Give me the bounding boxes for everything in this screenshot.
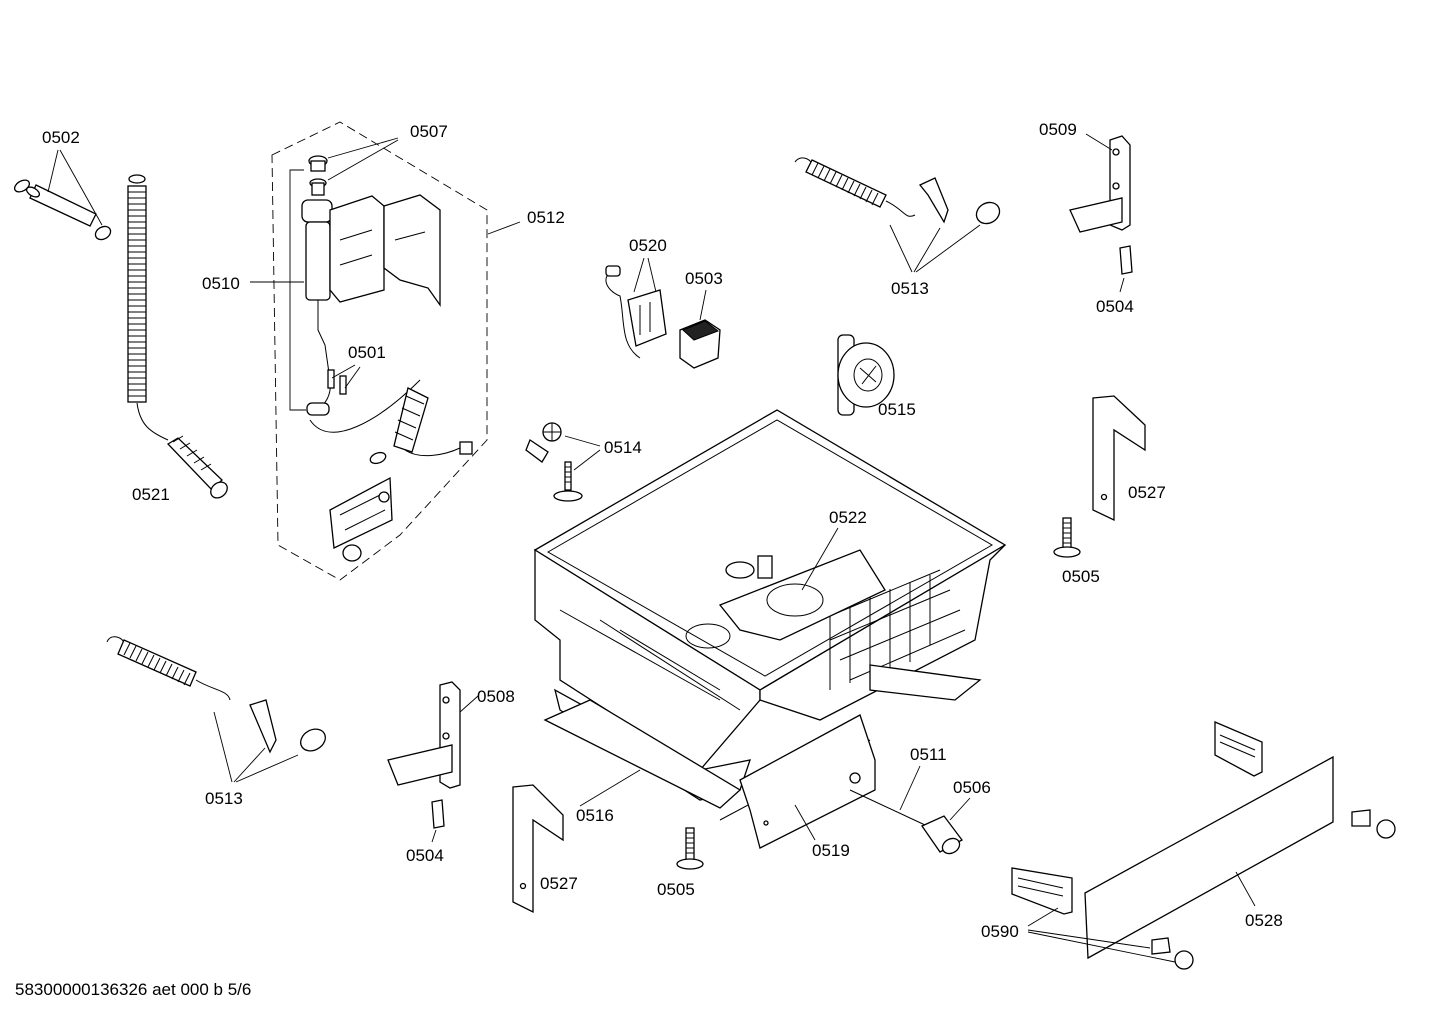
group-outline-0512 — [271, 121, 488, 581]
part-bracket-module — [329, 476, 393, 562]
part-screw-and-cap-right — [1351, 809, 1396, 839]
leader-0508 — [459, 695, 479, 713]
part-0509-hinge-bracket — [1069, 135, 1131, 233]
leader-0511 — [899, 765, 921, 811]
label-0527-left: 0527 — [540, 874, 578, 893]
part-0503-connector — [679, 319, 721, 369]
label-0519: 0519 — [812, 841, 850, 860]
label-0520: 0520 — [629, 236, 667, 255]
label-0505-bottom: 0505 — [657, 880, 695, 899]
leader-0509 — [1085, 133, 1113, 151]
leader-0519 — [794, 804, 816, 841]
label-0527-right: 0527 — [1128, 483, 1166, 502]
label-0513-left: 0513 — [205, 789, 243, 808]
part-0520-sensor-bracket — [605, 265, 667, 359]
label-0516: 0516 — [576, 806, 614, 825]
part-0515-pump — [837, 334, 895, 416]
leader-0514 — [564, 435, 601, 471]
part-0511-rod — [849, 789, 926, 826]
leader-0528 — [1235, 871, 1256, 907]
part-0506-knob — [921, 815, 963, 855]
label-0502: 0502 — [42, 128, 80, 147]
label-0508: 0508 — [477, 687, 515, 706]
part-0505-screw-bottom — [676, 827, 704, 870]
part-0508-hinge-bracket — [387, 681, 461, 789]
label-0505-right: 0505 — [1062, 567, 1100, 586]
leader-0504-top — [1119, 277, 1125, 293]
leader-0503 — [699, 289, 707, 321]
part-base-frame — [533, 409, 1007, 821]
part-0590-bracket-and-fasteners — [1011, 867, 1194, 970]
label-0522: 0522 — [829, 508, 867, 527]
leader-0520 — [633, 257, 657, 293]
part-0504-clip-top — [1119, 245, 1133, 275]
label-0504-left: 0504 — [406, 846, 444, 865]
part-0514-gear-and-screw — [525, 422, 583, 502]
leader-0513-left — [213, 711, 299, 783]
leader-0590 — [1027, 907, 1176, 963]
label-0506: 0506 — [953, 778, 991, 797]
label-0510: 0510 — [202, 274, 240, 293]
part-0521-drain-hose — [127, 174, 228, 499]
label-0590: 0590 — [981, 922, 1019, 941]
part-inlet-hose — [309, 379, 473, 465]
bracket-0510 — [289, 169, 306, 411]
leader-0504-left — [431, 829, 437, 843]
leader-0502 — [47, 149, 103, 226]
part-0504-clip-left — [431, 799, 445, 829]
leader-0522 — [801, 527, 839, 591]
label-0504-top: 0504 — [1096, 297, 1134, 316]
label-0528: 0528 — [1245, 911, 1283, 930]
part-0513-spring-left — [106, 636, 326, 754]
label-0501: 0501 — [348, 343, 386, 362]
part-0505-screw-right — [1053, 517, 1081, 558]
part-0527-side-panel-right — [1092, 395, 1146, 522]
part-0527-side-panel-left — [512, 784, 564, 914]
leader-0512 — [487, 221, 521, 235]
part-0512-valve-housing — [329, 194, 441, 308]
part-0502-pipe-and-clamps — [13, 179, 112, 241]
label-0511: 0511 — [910, 745, 947, 764]
label-0509: 0509 — [1039, 120, 1077, 139]
part-0510-aquastop-valve — [301, 155, 347, 416]
label-0503: 0503 — [685, 269, 723, 288]
label-0514: 0514 — [604, 438, 642, 457]
leader-0506 — [949, 797, 971, 821]
label-0512: 0512 — [527, 208, 565, 227]
part-0513-spring-top — [794, 157, 1001, 225]
part-bracket-right-upper — [1214, 721, 1263, 777]
leader-0507 — [327, 137, 399, 181]
leader-0501 — [331, 364, 361, 389]
part-0519-kick-panel — [739, 714, 876, 849]
drawing-number-footer: 58300000136326 aet 000 b 5/6 — [15, 980, 252, 999]
label-0513-top: 0513 — [891, 279, 929, 298]
label-0507: 0507 — [410, 122, 448, 141]
leader-0513-top — [889, 224, 981, 273]
leader-0516 — [579, 769, 641, 807]
label-0521: 0521 — [132, 485, 170, 504]
part-0528-front-panel — [1084, 755, 1334, 960]
label-0515: 0515 — [878, 400, 916, 419]
